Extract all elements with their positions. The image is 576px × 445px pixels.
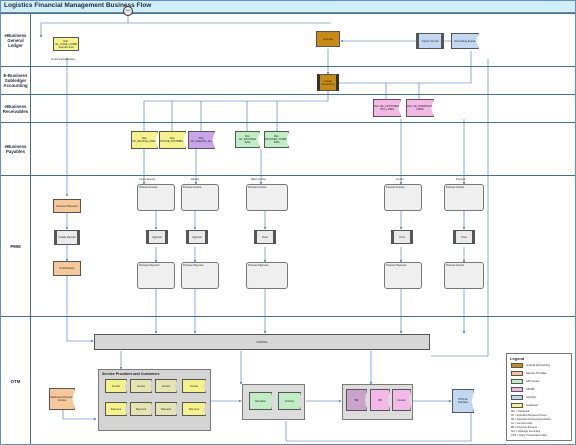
otm-bill: Bill	[346, 389, 367, 411]
legend-label: Voucher	[526, 395, 537, 399]
legend-swatch	[511, 371, 523, 376]
ap-yellow-2: Dist. AP_INVOICE_DISTRIBUTIONS	[159, 131, 186, 149]
pmm-create-receipt: Create Receipt	[54, 230, 80, 245]
otm-invoice: Invoice	[182, 379, 206, 393]
pmm-card: Process Payment	[137, 262, 175, 289]
legend-swatch	[511, 403, 523, 408]
otm-gl-interface: OTM GL Interface	[452, 389, 474, 413]
legend-abbr: OTM = Oracle Transportation Mgmt	[511, 435, 548, 437]
otm-settlement: Settlement Payment Invoice	[49, 388, 75, 410]
pmm-process-2: Approve	[186, 230, 208, 244]
otm-invoice: Invoice	[130, 379, 152, 393]
pmm-card: Process Invoice	[246, 184, 288, 211]
service-provider-group: Service Providers and Customers	[98, 369, 211, 431]
lane-payables: eBusiness Payables	[1, 122, 575, 175]
otm-invoice: Invoice	[155, 379, 177, 393]
otm-payment: Payment	[130, 402, 152, 416]
start-marker: Start	[123, 6, 133, 16]
ar-pink-2: Dist. AR_INTERFACE LINES	[406, 99, 434, 117]
pmm-process-1: Approve	[146, 230, 168, 244]
legend-swatch	[511, 363, 523, 368]
lane-label: PMM	[1, 176, 31, 316]
legend-abbr: AP = Application Business Process	[511, 415, 547, 417]
pmm-card: Process Invoice	[384, 184, 422, 211]
otm-payment: Payment	[155, 402, 177, 416]
gl-journal-box: Dist. GL_CODE_COMB Journal Lines	[53, 37, 79, 51]
pmm-label: Receipt	[191, 178, 200, 181]
lane-label: eBusiness General Ledger	[1, 14, 31, 66]
gl-journals-box: Journals	[316, 31, 340, 47]
legend-label: AP Invoice	[526, 379, 540, 383]
ap-green-1: Dist. AP_INVOICES Table	[235, 131, 260, 148]
ap-green-2: Dist. AP_INVOICES_INTERFACE Table	[264, 131, 289, 148]
legend: Legend Journal Accounting Service Provid…	[506, 353, 572, 441]
pmm-card: Process Invoice	[444, 184, 484, 211]
pmm-card: Process Payment	[246, 262, 288, 289]
legend-label: Customer	[526, 403, 539, 407]
legend-swatch	[511, 395, 523, 400]
otm-payment: Payment	[182, 402, 206, 416]
otm-payment: Payment	[105, 402, 127, 416]
legend-abbr: GL = General Ledger	[511, 423, 533, 425]
pmm-post-receipt: Post Receipt	[53, 261, 81, 276]
lane-otm: OTM	[1, 316, 575, 444]
otm-invoice-bill: Invoice	[392, 389, 411, 411]
lane-label: OTM	[1, 317, 31, 444]
pmm-card: Process Invoice	[181, 184, 219, 211]
legend-label: AR Bill	[526, 387, 535, 391]
title-bar: Logistics Financial Management Business …	[1, 1, 575, 13]
legend-abbr: EB = Enterprise Business	[511, 427, 538, 429]
pmm-card: Process Invoice	[444, 262, 484, 289]
pmm-card: Process Payment	[384, 262, 422, 289]
lane-general-ledger: eBusiness General Ledger	[1, 13, 575, 66]
gl-journal-label: Create Journal Entries	[51, 58, 75, 61]
otm-voucher: Voucher	[278, 392, 301, 410]
lane-label: E-Business Subledger Accounting	[1, 67, 31, 94]
legend-swatch	[511, 387, 523, 392]
legend-abbr: Dist. = Distributed	[511, 411, 530, 413]
pmm-receive-shipment: Receive Shipment	[53, 199, 81, 213]
lane-label: eBusiness Payables	[1, 123, 31, 175]
ap-yellow-1: Dist. AP_INVOICE_LINES	[131, 131, 158, 149]
pmm-card: Process Invoice	[137, 184, 175, 211]
otm-invoice: Invoice	[105, 379, 127, 393]
legend-label: Journal Accounting	[526, 363, 550, 367]
gl-import-box: Import Journal	[416, 33, 444, 49]
pmm-process-3: Post	[254, 230, 276, 244]
ar-pink-1: Dist. AR_CUSTOMER TRX_LINES	[373, 99, 401, 117]
pmm-label: Payment	[456, 178, 466, 181]
sla-create-accounting: Create Accounting	[317, 74, 339, 91]
otm-bar: OTM/GL	[94, 334, 430, 350]
pmm-process-5: Post	[453, 230, 475, 244]
lane-pmm: PMM	[1, 175, 575, 316]
otm-bill: Bill	[370, 389, 390, 411]
pmm-process-4: Post	[391, 230, 413, 244]
pmm-label: Invoice	[396, 178, 404, 181]
legend-abbr: AR = Application Business Receivables	[511, 419, 552, 421]
group-title: Service Providers and Customers	[102, 372, 160, 376]
legend-abbr: SLA = Subledger Accounting	[511, 431, 541, 433]
diagram-title: Logistics Financial Management Business …	[4, 2, 152, 9]
legend-title: Legend	[510, 356, 525, 361]
pmm-card: Process Payment	[181, 262, 219, 289]
otm-allocation: Allocation	[249, 392, 272, 410]
pmm-label: Create Receipt	[139, 178, 155, 181]
ap-purple: Dist. AP_CHECKS_ALL	[188, 131, 215, 149]
lane-label: eBusiness Receivables	[1, 95, 31, 122]
lane-receivables: eBusiness Receivables	[1, 94, 575, 122]
gl-events-flag: Accounting Events	[451, 33, 479, 49]
legend-swatch	[511, 379, 523, 384]
legend-label: Service Provider	[526, 371, 547, 375]
pmm-label: Match Invoice	[251, 178, 266, 181]
lane-subledger: E-Business Subledger Accounting	[1, 66, 575, 94]
